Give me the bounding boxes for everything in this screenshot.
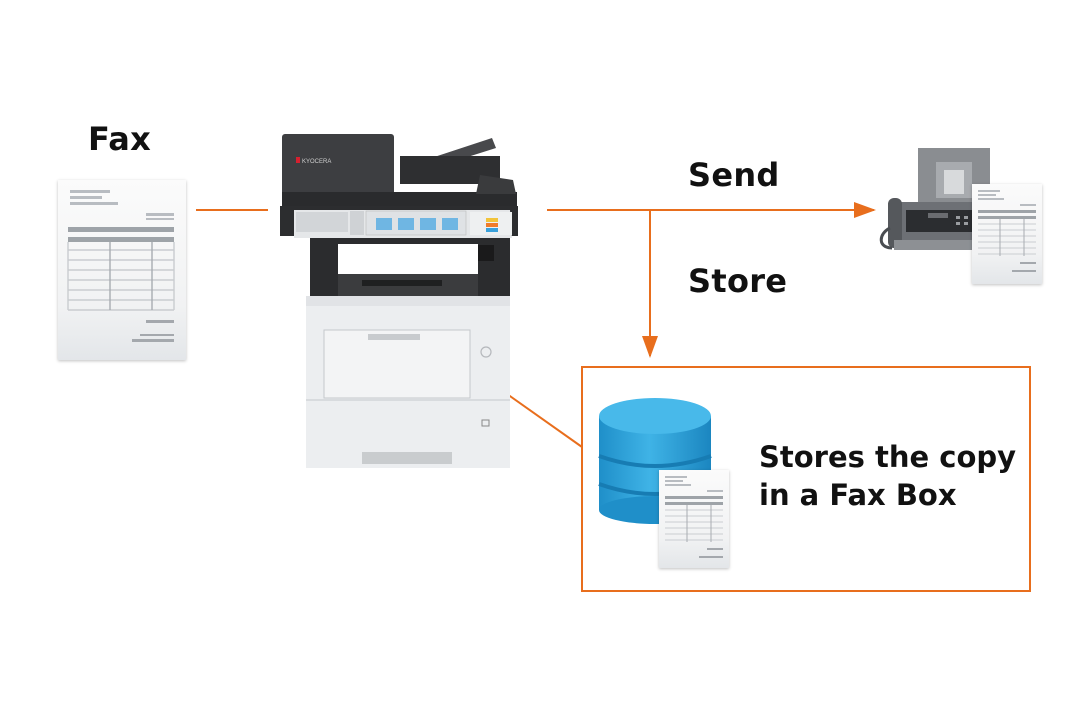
- store-description-line1: Stores the copy: [759, 440, 1017, 474]
- store-description: Stores the copy in a Fax Box: [759, 438, 1016, 514]
- mfp-printer-icon: KYOCERA: [280, 130, 530, 470]
- fax-machine-icon: [876, 140, 1056, 290]
- stored-document-icon: [659, 470, 729, 568]
- store-description-line2: in a Fax Box: [759, 478, 957, 512]
- send-label: Send: [688, 156, 780, 194]
- fax-output-document-icon: [972, 184, 1042, 284]
- fax-document-icon: [58, 180, 186, 360]
- svg-text:KYOCERA: KYOCERA: [302, 159, 331, 165]
- store-label: Store: [688, 262, 788, 300]
- fax-box-store-panel: Stores the copy in a Fax Box: [581, 366, 1031, 592]
- fax-label: Fax: [88, 120, 152, 158]
